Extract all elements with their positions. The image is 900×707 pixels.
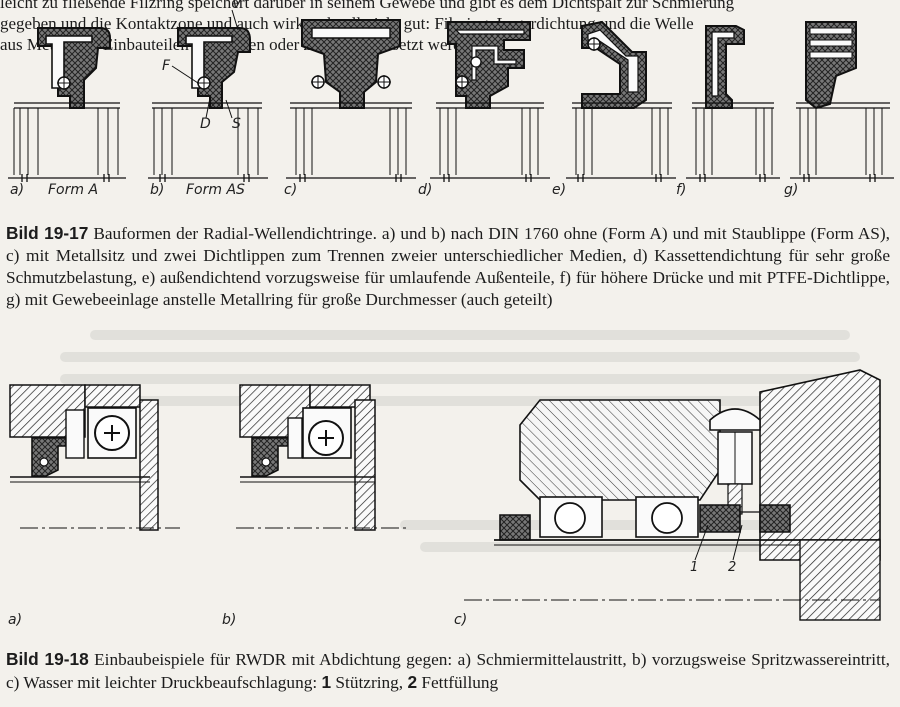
installation-example-a xyxy=(9,384,180,531)
caption-text: Einbaubeispiele für RWDR mit Abdichtung … xyxy=(6,650,890,692)
figure-part-label: g) xyxy=(784,182,799,198)
paragraph-line: leicht zu fließende Filzring speichert d… xyxy=(0,0,735,12)
seal-section-c xyxy=(286,19,416,182)
callout-s: S xyxy=(232,116,241,132)
figure-part-label: a) xyxy=(8,612,23,628)
figure-part-form: Form A xyxy=(48,182,99,198)
installation-example-b xyxy=(236,384,410,531)
figure-part-label: b) xyxy=(150,182,165,198)
figure-19-17-caption: Bild 19-17 Bauformen der Radial-Wellendi… xyxy=(6,222,890,311)
caption-text: Bauformen der Radial-Wellendichtringe. a… xyxy=(6,224,890,309)
caption-item-number: 2 xyxy=(407,672,418,692)
seal-section-b xyxy=(148,9,268,182)
caption-text: Fettfüllung xyxy=(417,673,499,692)
installation-example-c xyxy=(464,369,881,621)
caption-text: Stützring, xyxy=(331,673,408,692)
callout-f: F xyxy=(162,58,171,74)
figure-19-18-caption: Bild 19-18 Einbaubeispiele für RWDR mit … xyxy=(6,648,890,694)
figure-part-label: c) xyxy=(454,612,468,628)
caption-label: Bild 19-17 xyxy=(6,223,89,243)
figure-part-label: d) xyxy=(418,182,433,198)
seal-section-d xyxy=(430,21,550,182)
callout-d: D xyxy=(200,116,211,132)
caption-item-number: 1 xyxy=(321,672,332,692)
seal-section-g xyxy=(790,21,894,182)
callout-1: 1 xyxy=(690,560,699,575)
figure-part-form: Form AS xyxy=(186,182,245,198)
figure-part-label: c) xyxy=(284,182,298,198)
figure-part-label: e) xyxy=(552,182,567,198)
seal-section-f xyxy=(686,25,780,182)
figure-part-label: b) xyxy=(222,612,237,628)
caption-label: Bild 19-18 xyxy=(6,649,89,669)
figure-part-label: f) xyxy=(676,182,687,198)
figure-part-label: a) xyxy=(10,182,25,198)
callout-v: V xyxy=(232,0,242,12)
callout-2: 2 xyxy=(728,560,737,575)
seal-section-a xyxy=(8,27,126,182)
seal-section-e xyxy=(566,20,676,182)
